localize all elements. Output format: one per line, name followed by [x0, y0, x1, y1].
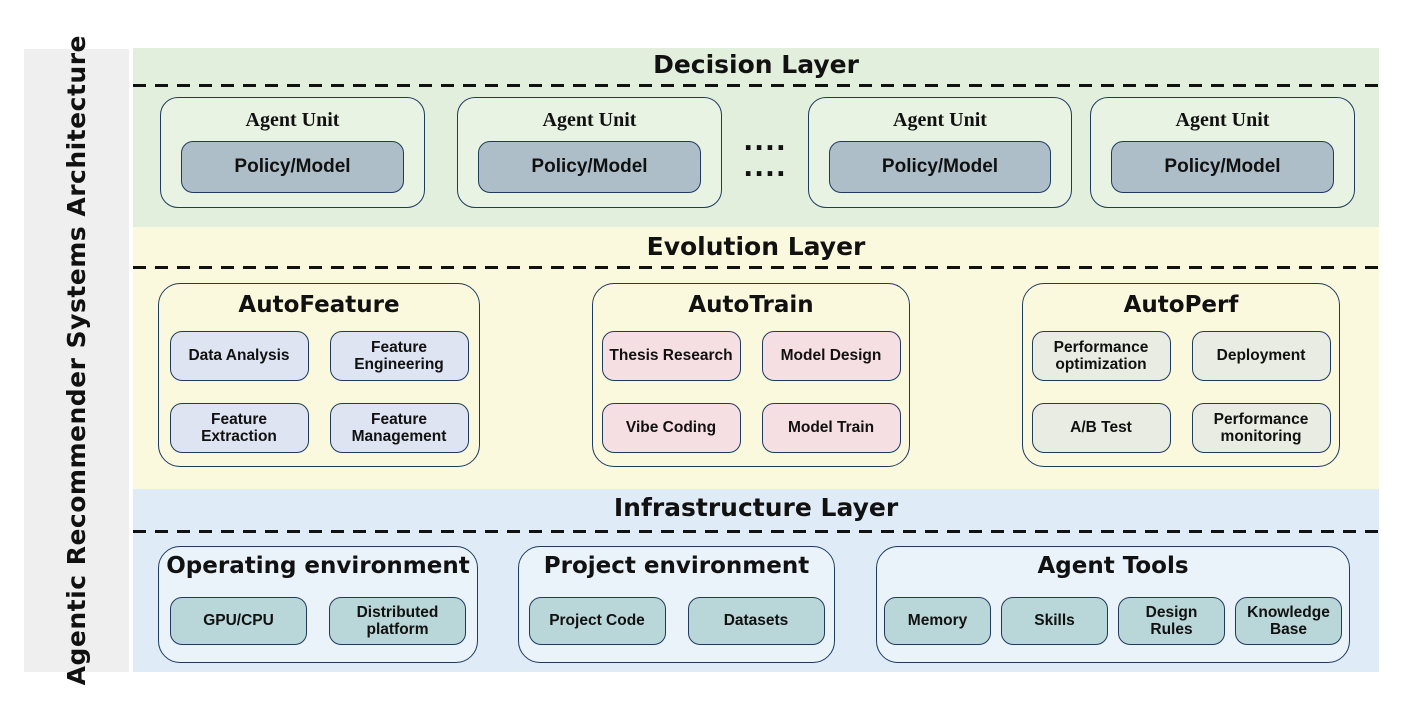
- decision-layer-title: Decision Layer: [653, 50, 859, 79]
- agent-unit-2: Agent Unit Policy/Model: [457, 97, 722, 208]
- module-autoperf: AutoPerf Performance optimization Deploy…: [1022, 283, 1340, 467]
- chip-feature-engineering: Feature Engineering: [329, 331, 469, 381]
- chip-datasets: Datasets: [687, 597, 825, 645]
- module-title: Operating environment: [166, 553, 470, 579]
- module-title: AutoPerf: [1123, 292, 1239, 318]
- policy-model-box: Policy/Model: [829, 141, 1051, 193]
- evolution-layer: Evolution Layer AutoFeature Data Analysi…: [133, 227, 1379, 489]
- module-autofeature: AutoFeature Data Analysis Feature Engine…: [158, 283, 480, 467]
- module-agent-tools: Agent Tools Memory Skills Design Rules K…: [876, 546, 1350, 663]
- chip-row: Memory Skills Design Rules Knowledge Bas…: [877, 597, 1349, 645]
- decision-layer: Decision Layer Agent Unit Policy/Model A…: [133, 48, 1379, 227]
- vertical-title-bar: Agentic Recommender Systems Architecture: [24, 35, 129, 686]
- infrastructure-layer: Infrastructure Layer Operating environme…: [133, 489, 1379, 672]
- policy-model-box: Policy/Model: [478, 141, 701, 193]
- chip-gpu-cpu: GPU/CPU: [170, 597, 307, 645]
- chip-row: Project Code Datasets: [519, 597, 834, 645]
- chip-performance-monitoring: Performance monitoring: [1191, 403, 1331, 453]
- chip-vibe-coding: Vibe Coding: [601, 403, 741, 453]
- chip-row: GPU/CPU Distributed platform: [159, 597, 477, 645]
- module-autotrain: AutoTrain Thesis Research Model Design V…: [592, 283, 910, 467]
- agent-unit-title: Agent Unit: [245, 109, 340, 131]
- agent-unit-title: Agent Unit: [1175, 109, 1270, 131]
- chip-model-design: Model Design: [761, 331, 901, 381]
- chip-performance-optimization: Performance optimization: [1031, 331, 1171, 381]
- module-title: Agent Tools: [1037, 553, 1189, 579]
- module-title: AutoFeature: [238, 292, 400, 318]
- decision-layer-divider: [133, 84, 1379, 87]
- chip-skills: Skills: [1001, 597, 1108, 645]
- policy-model-box: Policy/Model: [1111, 141, 1334, 193]
- ellipsis-dots: .... ....: [743, 127, 787, 183]
- chip-feature-management: Feature Management: [329, 403, 469, 453]
- module-title: AutoTrain: [688, 292, 814, 318]
- chip-project-code: Project Code: [528, 597, 666, 645]
- module-project-environment: Project environment Project Code Dataset…: [518, 546, 835, 663]
- agent-unit-3: Agent Unit Policy/Model: [808, 97, 1072, 208]
- chip-grid: Performance optimization Deployment A/B …: [1023, 331, 1339, 453]
- agent-unit-title: Agent Unit: [542, 109, 637, 131]
- chip-model-train: Model Train: [761, 403, 901, 453]
- infrastructure-layer-divider: [133, 530, 1379, 533]
- chip-knowledge-base: Knowledge Base: [1235, 597, 1342, 645]
- chip-thesis-research: Thesis Research: [601, 331, 741, 381]
- agent-unit-title: Agent Unit: [893, 109, 987, 131]
- chip-feature-extraction: Feature Extraction: [169, 403, 309, 453]
- module-operating-environment: Operating environment GPU/CPU Distribute…: [158, 546, 478, 663]
- module-title: Project environment: [543, 553, 810, 579]
- evolution-layer-title: Evolution Layer: [646, 232, 866, 261]
- evolution-layer-divider: [133, 266, 1379, 269]
- chip-grid: Thesis Research Model Design Vibe Coding…: [593, 331, 909, 453]
- chip-deployment: Deployment: [1191, 331, 1331, 381]
- vertical-title: Agentic Recommender Systems Architecture: [62, 35, 91, 686]
- chip-data-analysis: Data Analysis: [169, 331, 309, 381]
- agent-unit-1: Agent Unit Policy/Model: [160, 97, 425, 208]
- infrastructure-layer-title: Infrastructure Layer: [613, 493, 899, 522]
- chip-design-rules: Design Rules: [1118, 597, 1225, 645]
- agent-unit-4: Agent Unit Policy/Model: [1090, 97, 1355, 208]
- chip-memory: Memory: [884, 597, 991, 645]
- policy-model-box: Policy/Model: [181, 141, 404, 193]
- chip-distributed-platform: Distributed platform: [329, 597, 466, 645]
- chip-grid: Data Analysis Feature Engineering Featur…: [159, 331, 479, 453]
- chip-ab-test: A/B Test: [1031, 403, 1171, 453]
